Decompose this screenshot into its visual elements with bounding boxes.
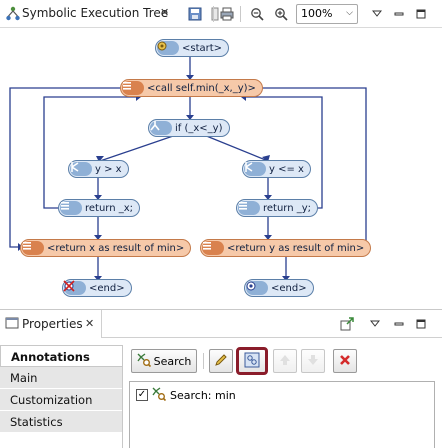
tree-node-label: return _x; — [85, 202, 134, 214]
sidebar-item-annotations[interactable]: Annotations — [0, 345, 122, 367]
delete-icon — [339, 354, 351, 369]
tree-node-method-return-y[interactable]: <return y as result of min> — [200, 239, 372, 257]
search-button-label: Search — [153, 354, 192, 368]
properties-tab[interactable]: Properties ✕ — [0, 310, 102, 338]
search-annotation-icon — [152, 386, 167, 404]
maximize-icon[interactable] — [412, 315, 430, 333]
sidebar-item-customization[interactable]: Customization — [0, 389, 122, 411]
zoom-combo[interactable]: 100% ⌵ — [296, 4, 358, 24]
tree-node-label: <return y as result of min> — [227, 242, 365, 254]
sidebar-item-statistics[interactable]: Statistics — [0, 411, 122, 433]
properties-body: Annotations Main Customization Statistic… — [0, 339, 442, 448]
edit-link-button[interactable] — [236, 347, 268, 375]
tree-node-label: return _y; — [263, 202, 312, 214]
branch-condition-icon — [244, 162, 266, 176]
toolbar-separator — [203, 353, 204, 369]
branch-statement-icon — [150, 121, 172, 135]
tree-node-return-statement-y[interactable]: return _y; — [236, 199, 319, 217]
symbolic-tree-icon — [5, 6, 21, 22]
list-item[interactable]: ✓ Search: min — [136, 386, 236, 404]
annotation-checkbox[interactable]: ✓ — [136, 389, 148, 401]
view-menu-icon[interactable] — [366, 315, 384, 333]
properties-view: Properties ✕ Annotations Main Customizat… — [0, 309, 442, 448]
tree-view-tabbar: Symbolic Execution Tree ✕ 100% ⌵ — [0, 0, 442, 28]
method-call-icon — [122, 81, 144, 95]
zoom-value: 100% — [301, 7, 333, 20]
move-down-button[interactable] — [301, 349, 325, 373]
minimize-icon[interactable] — [390, 5, 408, 23]
properties-tabbar: Properties ✕ — [0, 310, 442, 338]
search-annotation-button[interactable]: Search — [131, 349, 197, 373]
properties-tab-title: Properties — [22, 317, 83, 331]
annotation-label: Search: min — [170, 388, 236, 402]
zoom-in-icon[interactable] — [272, 5, 290, 23]
method-return-icon — [22, 241, 44, 255]
tree-view-tab-title[interactable]: Symbolic Execution Tree — [22, 6, 169, 20]
tree-node-label: <end> — [271, 282, 307, 294]
arrow-up-icon — [279, 354, 291, 369]
tree-node-branch-condition-false[interactable]: y <= x — [242, 160, 311, 178]
tree-node-label: y > x — [95, 163, 122, 175]
method-return-icon — [202, 241, 224, 255]
toolbar-separator — [240, 6, 241, 22]
tree-node-label: <return x as result of min> — [47, 242, 185, 254]
annotations-list: ✓ Search: min — [129, 381, 435, 448]
sidebar-item-main[interactable]: Main — [0, 367, 122, 389]
print-icon[interactable] — [218, 5, 236, 23]
tree-node-method-return-x[interactable]: <return x as result of min> — [20, 239, 192, 257]
statement-icon — [238, 201, 260, 215]
delete-annotation-button[interactable] — [333, 349, 357, 373]
toolbar-separator — [213, 6, 214, 22]
annotations-panel: Search — [122, 345, 438, 448]
tree-canvas[interactable]: <start> <call self.min(_x,_y)> if (_x<_y… — [0, 29, 442, 305]
properties-sidebar: Annotations Main Customization Statistic… — [0, 345, 122, 433]
tree-node-label: y <= x — [269, 163, 304, 175]
end-node-icon — [246, 281, 268, 295]
view-menu-icon[interactable] — [368, 5, 386, 23]
tree-node-branch-statement[interactable]: if (_x<_y) — [148, 119, 230, 137]
end-node-crossed-icon — [63, 280, 86, 295]
minimize-icon[interactable] — [390, 315, 408, 333]
save-image-icon[interactable] — [186, 5, 204, 23]
tree-node-label: <end> — [89, 282, 125, 294]
export-icon[interactable] — [206, 5, 224, 23]
tree-node-end-left[interactable]: <end> — [62, 279, 132, 297]
arrow-down-icon — [307, 354, 319, 369]
tree-node-end-right[interactable]: <end> — [244, 279, 314, 297]
zoom-out-icon[interactable] — [248, 5, 266, 23]
tree-node-return-statement-x[interactable]: return _x; — [58, 199, 141, 217]
link-settings-icon — [244, 352, 260, 371]
properties-icon — [5, 316, 21, 332]
properties-close-icon[interactable]: ✕ — [85, 317, 95, 330]
statement-icon — [60, 201, 82, 215]
start-node-icon — [157, 41, 179, 55]
move-up-button[interactable] — [273, 349, 297, 373]
pin-icon[interactable] — [338, 315, 356, 333]
tree-node-label: <call self.min(_x,_y)> — [147, 82, 256, 94]
branch-condition-icon — [70, 162, 92, 176]
chevron-down-icon[interactable]: ⌵ — [346, 8, 353, 18]
tree-view-close-icon[interactable]: ✕ — [160, 6, 170, 19]
tree-node-start[interactable]: <start> — [155, 39, 230, 57]
pencil-icon — [214, 353, 228, 370]
edit-annotation-button[interactable] — [209, 349, 233, 373]
search-annotation-icon — [137, 352, 151, 370]
tree-node-branch-condition-true[interactable]: y > x — [68, 160, 129, 178]
tree-node-label: <start> — [182, 42, 223, 54]
maximize-icon[interactable] — [412, 5, 430, 23]
tree-node-method-call[interactable]: <call self.min(_x,_y)> — [120, 79, 263, 97]
tree-node-label: if (_x<_y) — [175, 122, 223, 134]
tree-edges — [9, 57, 367, 281]
